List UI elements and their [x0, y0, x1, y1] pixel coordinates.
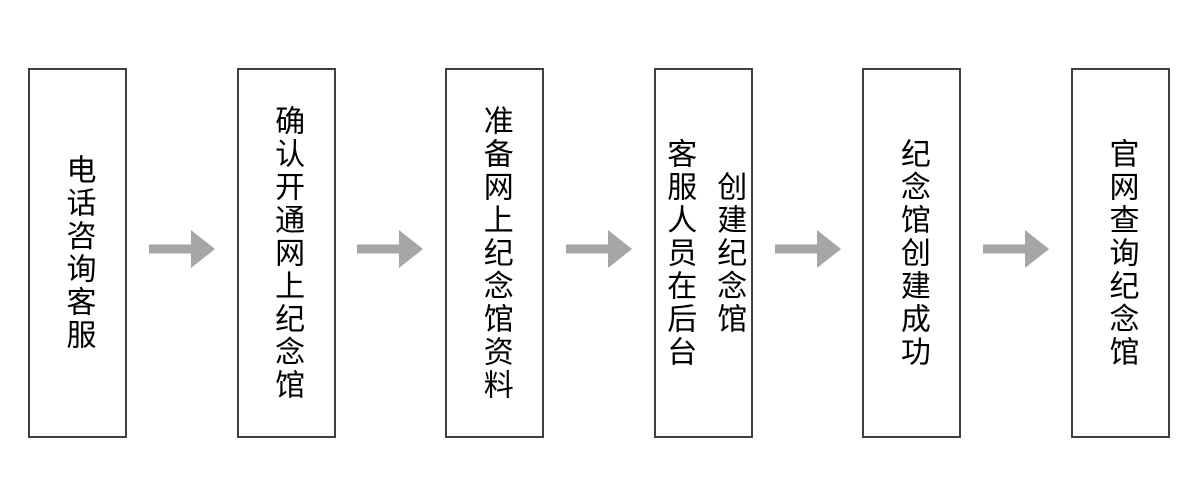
right-arrow-icon — [983, 230, 1050, 268]
right-arrow-icon — [148, 230, 215, 268]
flow-step-official-site-query: 官网查询纪念馆 — [1070, 68, 1170, 438]
flow-step-create-success: 纪念馆创建成功 — [862, 68, 962, 438]
right-arrow-icon — [774, 230, 841, 268]
flow-step-backend-create: 客服人员在后台 创建纪念馆 — [653, 68, 753, 438]
flow-step-phone-consult: 电话咨询客服 — [28, 68, 127, 438]
flow-step-label: 准备网上纪念馆资料 — [478, 104, 512, 402]
flow-step-label: 确认开通网上纪念馆 — [270, 104, 304, 402]
right-arrow-icon — [357, 230, 424, 268]
flow-step-label-line2: 创建纪念馆 — [712, 170, 746, 336]
flow-step-prepare-materials: 准备网上纪念馆资料 — [445, 68, 545, 438]
flow-step-label-line1: 客服人员在后台 — [662, 137, 696, 369]
flow-step-confirm-open: 确认开通网上纪念馆 — [236, 68, 336, 438]
flow-step-label: 纪念馆创建成功 — [895, 137, 929, 369]
flow-step-label: 电话咨询客服 — [61, 154, 95, 352]
flow-row: 电话咨询客服 确认开通网上纪念馆 准备网上纪念馆资料 — [28, 68, 1170, 438]
flow-step-label: 官网查询纪念馆 — [1104, 137, 1138, 369]
right-arrow-icon — [565, 230, 632, 268]
